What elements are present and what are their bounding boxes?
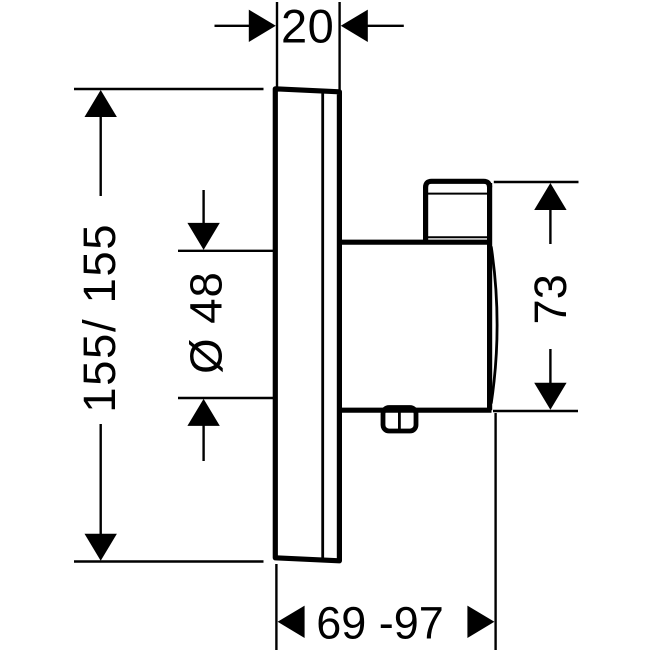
svg-text:73: 73 (525, 274, 576, 324)
svg-text:155/ 155: 155/ 155 (74, 223, 125, 413)
svg-text:Ø 48: Ø 48 (180, 271, 231, 374)
svg-text:20: 20 (281, 0, 334, 53)
svg-text:69 -97: 69 -97 (316, 597, 444, 648)
